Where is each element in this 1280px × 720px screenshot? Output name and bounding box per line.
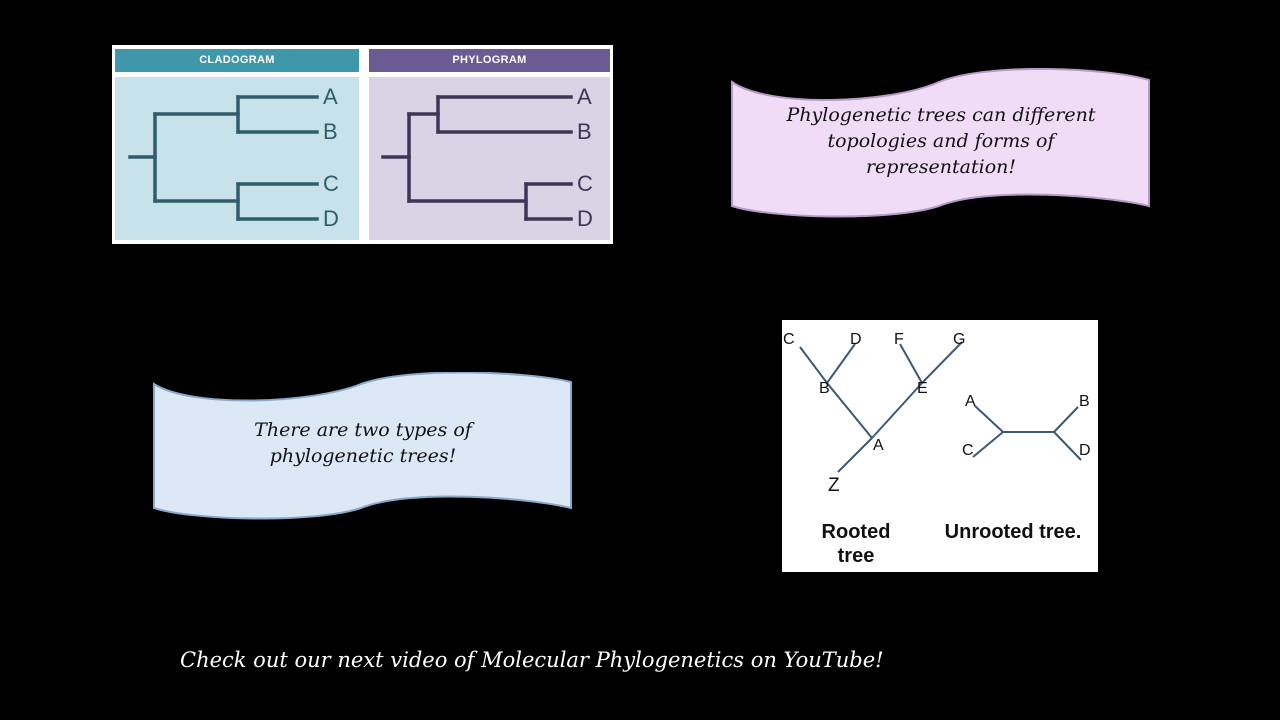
phylogram-leaf-c: C <box>577 171 593 196</box>
cladogram-leaf-b: B <box>323 119 338 144</box>
phylogram-leaf-a: A <box>577 84 592 109</box>
banner-topologies-line-1: Phylogenetic trees can different <box>786 104 1096 126</box>
wave-banner-shape <box>153 372 572 520</box>
banner-two-types-line-1: There are two types of <box>254 419 472 441</box>
phylogram-tree-lines <box>381 95 573 221</box>
rooted-caption-line-2: tree <box>837 545 875 567</box>
rooted-unrooted-figure: C D F G B E A Z A B C D Rooted tree Unro… <box>782 320 1098 572</box>
phylogram-title: PHYLOGRAM <box>369 49 610 72</box>
unrooted-node-d: D <box>1079 442 1091 459</box>
cladogram-tree-lines <box>128 95 319 221</box>
banner-two-types: There are two types of phylogenetic tree… <box>151 372 575 522</box>
rooted-caption-line-1: Rooted <box>821 521 891 543</box>
rooted-node-a: A <box>873 437 884 454</box>
cladogram-phylogram-figure: CLADOGRAM A B C D <box>112 45 613 244</box>
footer-youtube-callout: Check out our next video of Molecular Ph… <box>180 648 884 672</box>
rooted-tree-caption: Rooted tree <box>810 520 902 568</box>
banner-topologies: Phylogenetic trees can different topolog… <box>729 68 1153 220</box>
banner-topologies-line-3: representation! <box>865 156 1017 178</box>
banner-two-types-text: There are two types of phylogenetic tree… <box>151 417 575 469</box>
rooted-node-z: Z <box>828 475 840 496</box>
rooted-node-d: D <box>850 331 862 348</box>
cladogram-title: CLADOGRAM <box>115 49 359 72</box>
rooted-node-f: F <box>894 331 904 348</box>
banner-two-types-line-2: phylogenetic trees! <box>269 445 457 467</box>
phylogram-panel: PHYLOGRAM A B C D <box>369 49 610 240</box>
cladogram-leaf-d: D <box>323 206 339 231</box>
unrooted-tree-caption: Unrooted tree. <box>944 521 1082 543</box>
rooted-node-g: G <box>953 331 966 348</box>
cladogram-diagram: A B C D <box>115 77 359 240</box>
cladogram-panel: CLADOGRAM A B C D <box>115 49 359 240</box>
rooted-node-b: B <box>819 380 830 397</box>
cladogram-leaf-a: A <box>323 84 338 109</box>
cladogram-leaf-c: C <box>323 171 339 196</box>
banner-topologies-line-2: topologies and forms of <box>827 130 1055 152</box>
banner-topologies-text: Phylogenetic trees can different topolog… <box>729 102 1153 180</box>
unrooted-node-a: A <box>965 393 976 410</box>
rooted-node-e: E <box>917 380 928 397</box>
phylogram-diagram: A B C D <box>369 77 610 240</box>
phylogram-leaf-d: D <box>577 206 593 231</box>
unrooted-node-c: C <box>962 442 974 459</box>
wave-banner-shape <box>731 68 1150 218</box>
tree-lines <box>799 341 1082 473</box>
rooted-node-c: C <box>783 331 795 348</box>
unrooted-node-b: B <box>1079 393 1090 410</box>
phylogram-leaf-b: B <box>577 119 592 144</box>
